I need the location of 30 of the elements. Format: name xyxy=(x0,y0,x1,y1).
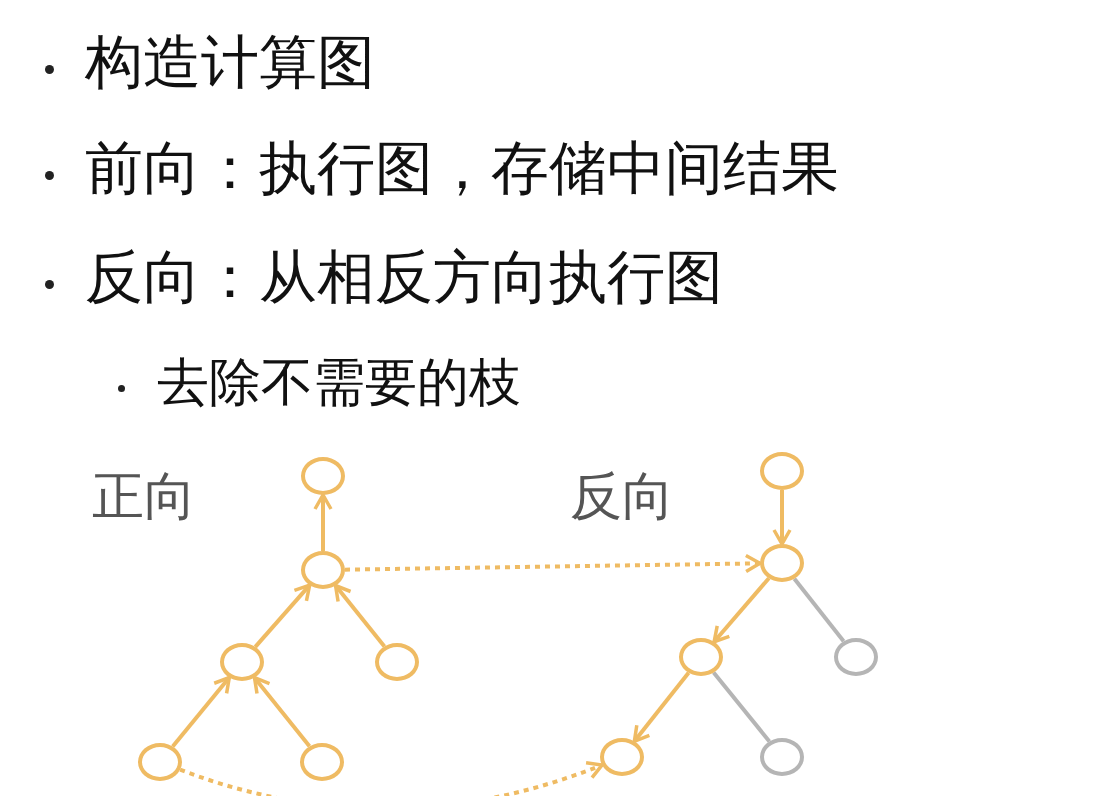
circle-node xyxy=(301,457,345,495)
arrow xyxy=(171,675,232,748)
arrow xyxy=(632,671,691,744)
circle-node xyxy=(834,638,878,676)
connector-line xyxy=(712,671,771,743)
circle-node xyxy=(760,544,804,582)
arrow xyxy=(253,583,312,649)
bullet-text: 去除不需要的枝 xyxy=(157,356,521,408)
tree-heading: 反向 xyxy=(570,470,674,522)
circle-node xyxy=(760,452,804,490)
arrow xyxy=(333,583,386,648)
circle-node xyxy=(301,551,345,589)
arrow xyxy=(772,490,792,546)
circle-node xyxy=(138,743,182,781)
bullet-text: 前向：执行图，存储中间结果 xyxy=(85,139,839,197)
bullet-text: 构造计算图 xyxy=(85,33,375,91)
circle-node xyxy=(679,638,723,676)
connector-line xyxy=(792,577,846,643)
dotted-arrow xyxy=(179,760,604,796)
circle-node xyxy=(375,643,419,681)
bullet-text: 反向：从相反方向执行图 xyxy=(85,248,723,306)
dotted-arrow xyxy=(344,553,762,574)
circle-node xyxy=(220,643,264,681)
arrow xyxy=(712,576,771,644)
circle-node xyxy=(600,738,644,776)
arrow xyxy=(313,493,333,551)
circle-node xyxy=(760,738,804,776)
circle-node xyxy=(300,743,344,781)
arrow xyxy=(252,675,312,748)
tree-heading: 正向 xyxy=(92,470,196,522)
